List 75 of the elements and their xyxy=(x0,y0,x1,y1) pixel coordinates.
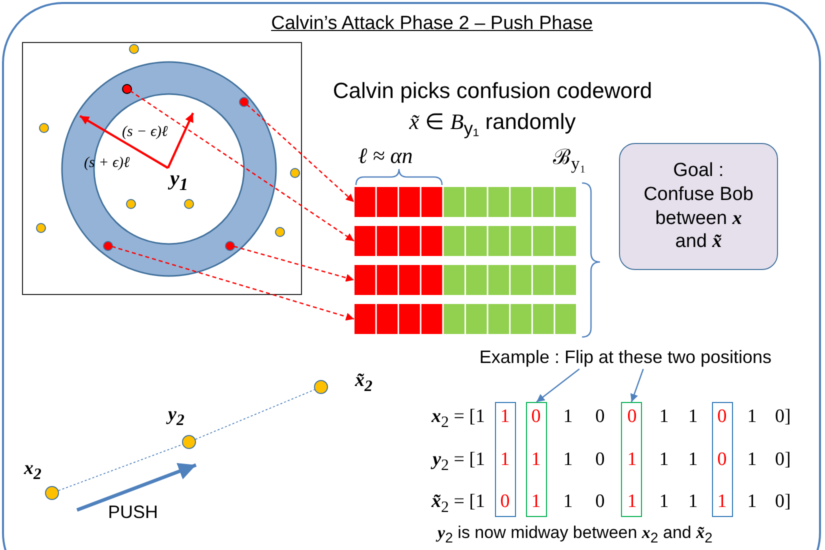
codeword-dot xyxy=(290,168,300,178)
dashed-connector xyxy=(246,104,354,202)
title: Calvin’s Attack Phase 2 – Push Phase xyxy=(270,13,594,35)
column-highlight xyxy=(712,402,733,517)
codeword-row xyxy=(354,187,577,217)
annulus-ring xyxy=(61,61,277,277)
radius-label: (s − ϵ)ℓ xyxy=(122,124,168,142)
arrow xyxy=(630,368,644,402)
goal-box xyxy=(619,143,778,270)
arrow xyxy=(536,368,580,403)
matrix-value: 0 xyxy=(716,449,728,471)
matrix-value: 1 xyxy=(626,491,638,513)
center-label: y$_{1}$ xyxy=(170,166,188,194)
codeword-dot xyxy=(275,227,285,237)
codeword-row xyxy=(354,226,577,256)
radius-label: (s + ϵ)ℓ xyxy=(84,155,130,172)
vector-label: y$_{2}$ = [1 xyxy=(430,449,485,475)
matrix-value: 0 xyxy=(499,491,511,513)
matrix-value: 0] xyxy=(775,449,791,471)
goal-heading: Goal : xyxy=(672,159,725,183)
plot-panel xyxy=(22,42,302,295)
dashed-connector xyxy=(112,246,354,321)
codeword-dot xyxy=(126,199,136,209)
matrix-value: 1 xyxy=(562,449,574,471)
matrix-value: 0 xyxy=(594,491,606,513)
matrix-value: 1 xyxy=(562,406,574,428)
matrix-value: 1 xyxy=(687,406,699,428)
matrix-value: 1 xyxy=(658,406,670,428)
column-highlight xyxy=(495,402,516,517)
point-marker xyxy=(182,435,196,449)
dashed-connector xyxy=(195,389,315,440)
matrix-value: 1 xyxy=(716,491,728,513)
codeword-row xyxy=(354,304,577,334)
matrix-value: 1 xyxy=(499,449,511,471)
matrix-value: 1 xyxy=(530,491,542,513)
goal-text: Confuse Bob between x and x̃ xyxy=(642,182,754,254)
codeword-dot xyxy=(36,223,46,233)
matrix-value: 1 xyxy=(746,406,758,428)
set-label: ℬ$_{y₁}$ xyxy=(553,145,586,174)
annotation-text: Example : Flip at these two positions xyxy=(448,346,803,369)
matrix-value: 1 xyxy=(626,449,638,471)
point-label: x$_{2}$ xyxy=(24,458,42,484)
matrix-value: 0] xyxy=(775,491,791,513)
point-label: x̃$_{2}$ xyxy=(355,370,372,396)
column-highlight xyxy=(526,402,547,517)
point-marker xyxy=(45,486,59,500)
dashed-connector xyxy=(58,444,183,491)
vector-label: x̃$_{2}$ = [1 xyxy=(430,491,485,517)
matrix-value: 0 xyxy=(716,406,728,428)
codeword-dot xyxy=(39,123,49,133)
push-label: PUSH xyxy=(108,502,158,523)
matrix-value: 1 xyxy=(658,491,670,513)
point-label: y$_{2}$ xyxy=(168,404,184,430)
matrix-value: 1 xyxy=(687,449,699,471)
matrix-value: 0 xyxy=(530,406,542,428)
matrix-value: 1 xyxy=(562,491,574,513)
matrix-value: 1 xyxy=(746,449,758,471)
column-highlight xyxy=(621,402,642,517)
codeword-row xyxy=(354,265,577,295)
vector-label: x$_{2}$ = [1 xyxy=(430,406,485,432)
matrix-value: 0 xyxy=(626,406,638,428)
codeword-dot xyxy=(184,199,194,209)
matrix-value: 1 xyxy=(658,449,670,471)
matrix-value: 0 xyxy=(594,406,606,428)
matrix-value: 1 xyxy=(499,406,511,428)
matrix-value: 0 xyxy=(594,449,606,471)
codeword-dot xyxy=(129,44,139,54)
matrix-value: 1 xyxy=(687,491,699,513)
matrix-value: 1 xyxy=(530,449,542,471)
dashed-connector xyxy=(234,246,354,282)
conclusion-text: y$_{2}$ is now midway between x$_{2}$ and x̃$_{2}$ xyxy=(434,523,714,547)
length-label: ℓ ≈ αn xyxy=(358,143,413,168)
matrix-value: 1 xyxy=(746,491,758,513)
point-marker xyxy=(314,380,328,394)
matrix-value: 0] xyxy=(775,406,791,428)
